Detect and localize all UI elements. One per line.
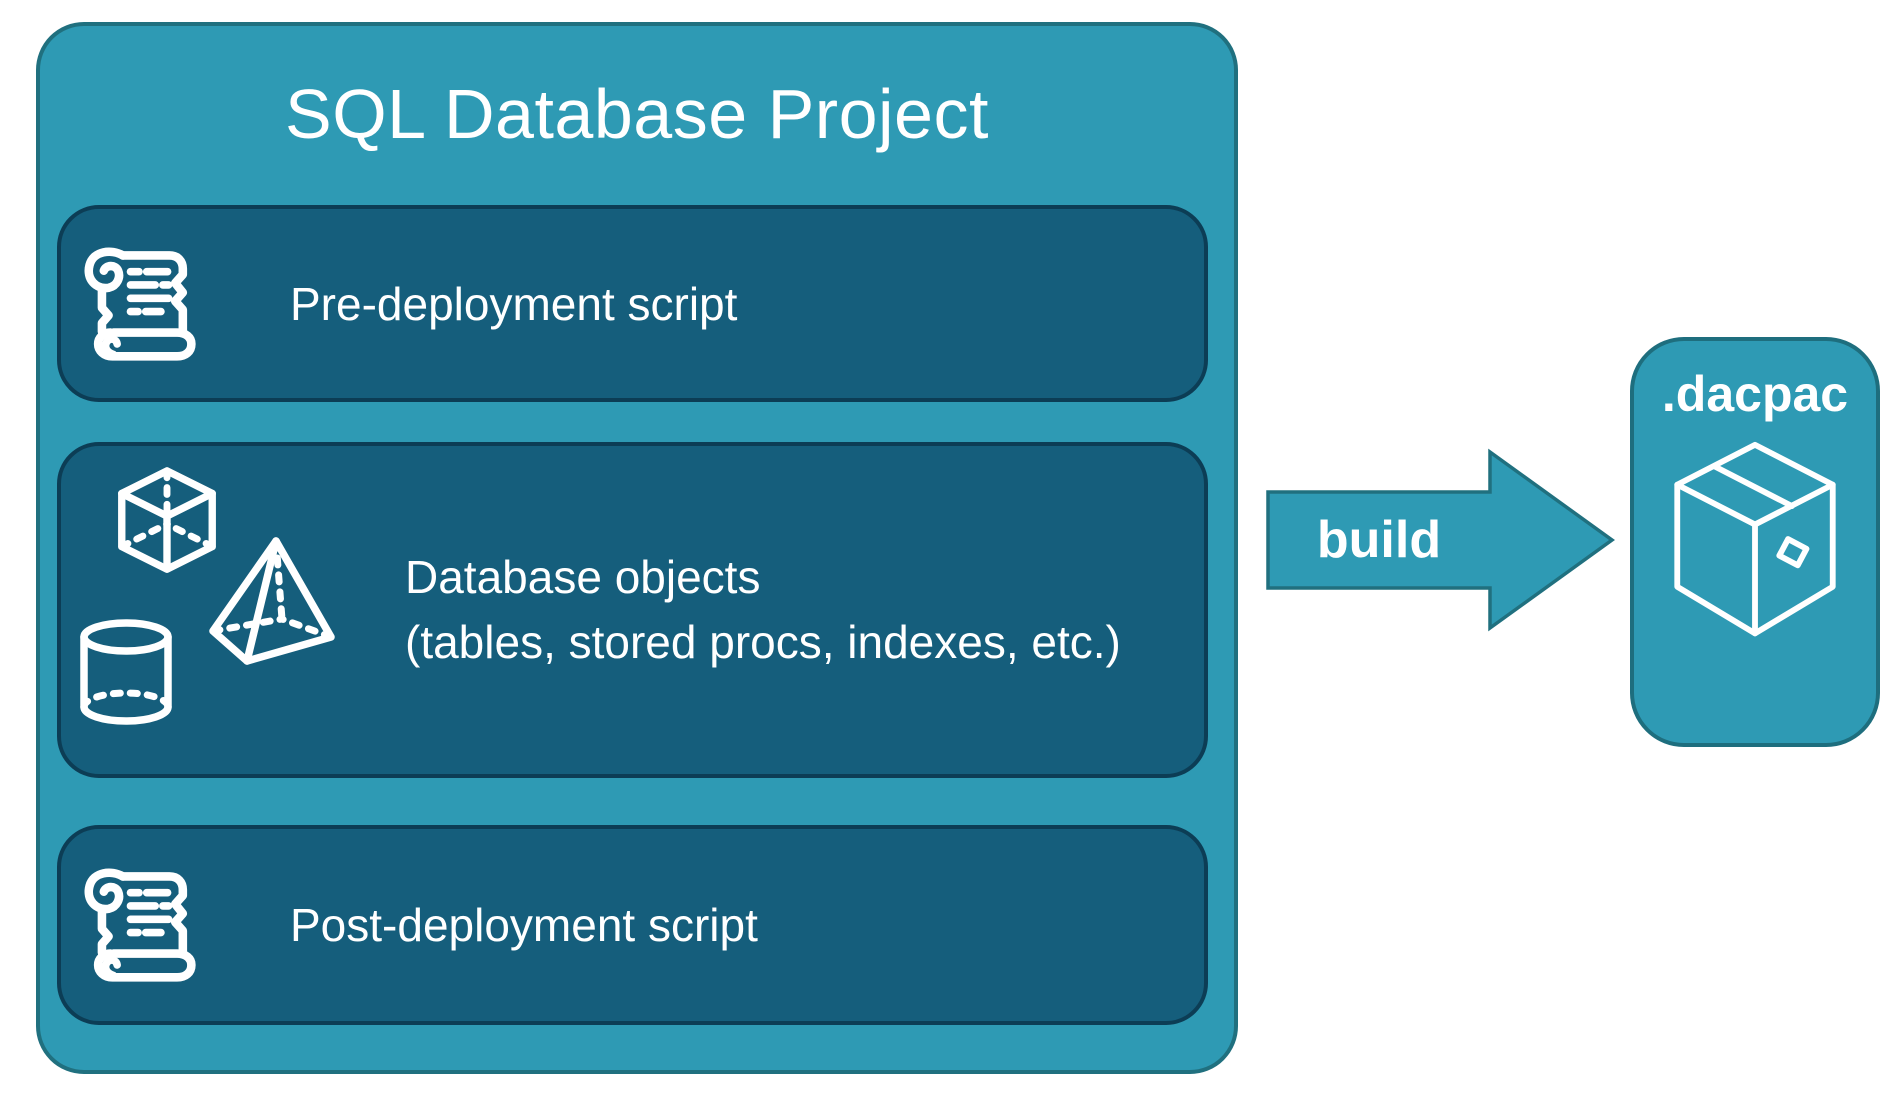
sql-database-project-container: SQL Database Project Pre-deployment scri… <box>36 22 1238 1074</box>
database-objects-box: Database objects (tables, stored procs, … <box>57 442 1208 778</box>
database-objects-label-line2: (tables, stored procs, indexes, etc.) <box>405 616 1121 668</box>
build-label: build <box>1316 511 1442 569</box>
dacpac-label: .dacpac <box>1661 366 1849 422</box>
scroll-icon <box>84 247 196 361</box>
post-deployment-box: Post-deployment script <box>57 825 1208 1025</box>
build-arrow <box>1266 448 1615 632</box>
database-objects-label: Database objects (tables, stored procs, … <box>405 446 1121 774</box>
pre-deployment-label: Pre-deployment script <box>290 277 738 330</box>
dacpac-box: .dacpac <box>1630 337 1880 747</box>
pre-deployment-box: Pre-deployment script <box>57 205 1208 402</box>
pyramid-icon <box>209 537 335 665</box>
package-icon <box>1674 441 1836 637</box>
cylinder-icon <box>80 619 172 725</box>
post-deployment-row: Post-deployment script <box>61 829 1204 1021</box>
pre-deployment-row: Pre-deployment script <box>61 209 1204 398</box>
post-deployment-label: Post-deployment script <box>290 899 758 951</box>
database-objects-label-line1: Database objects <box>405 550 761 603</box>
project-title: SQL Database Project <box>285 75 989 153</box>
scroll-icon <box>84 868 196 982</box>
cube-icon <box>118 467 216 573</box>
